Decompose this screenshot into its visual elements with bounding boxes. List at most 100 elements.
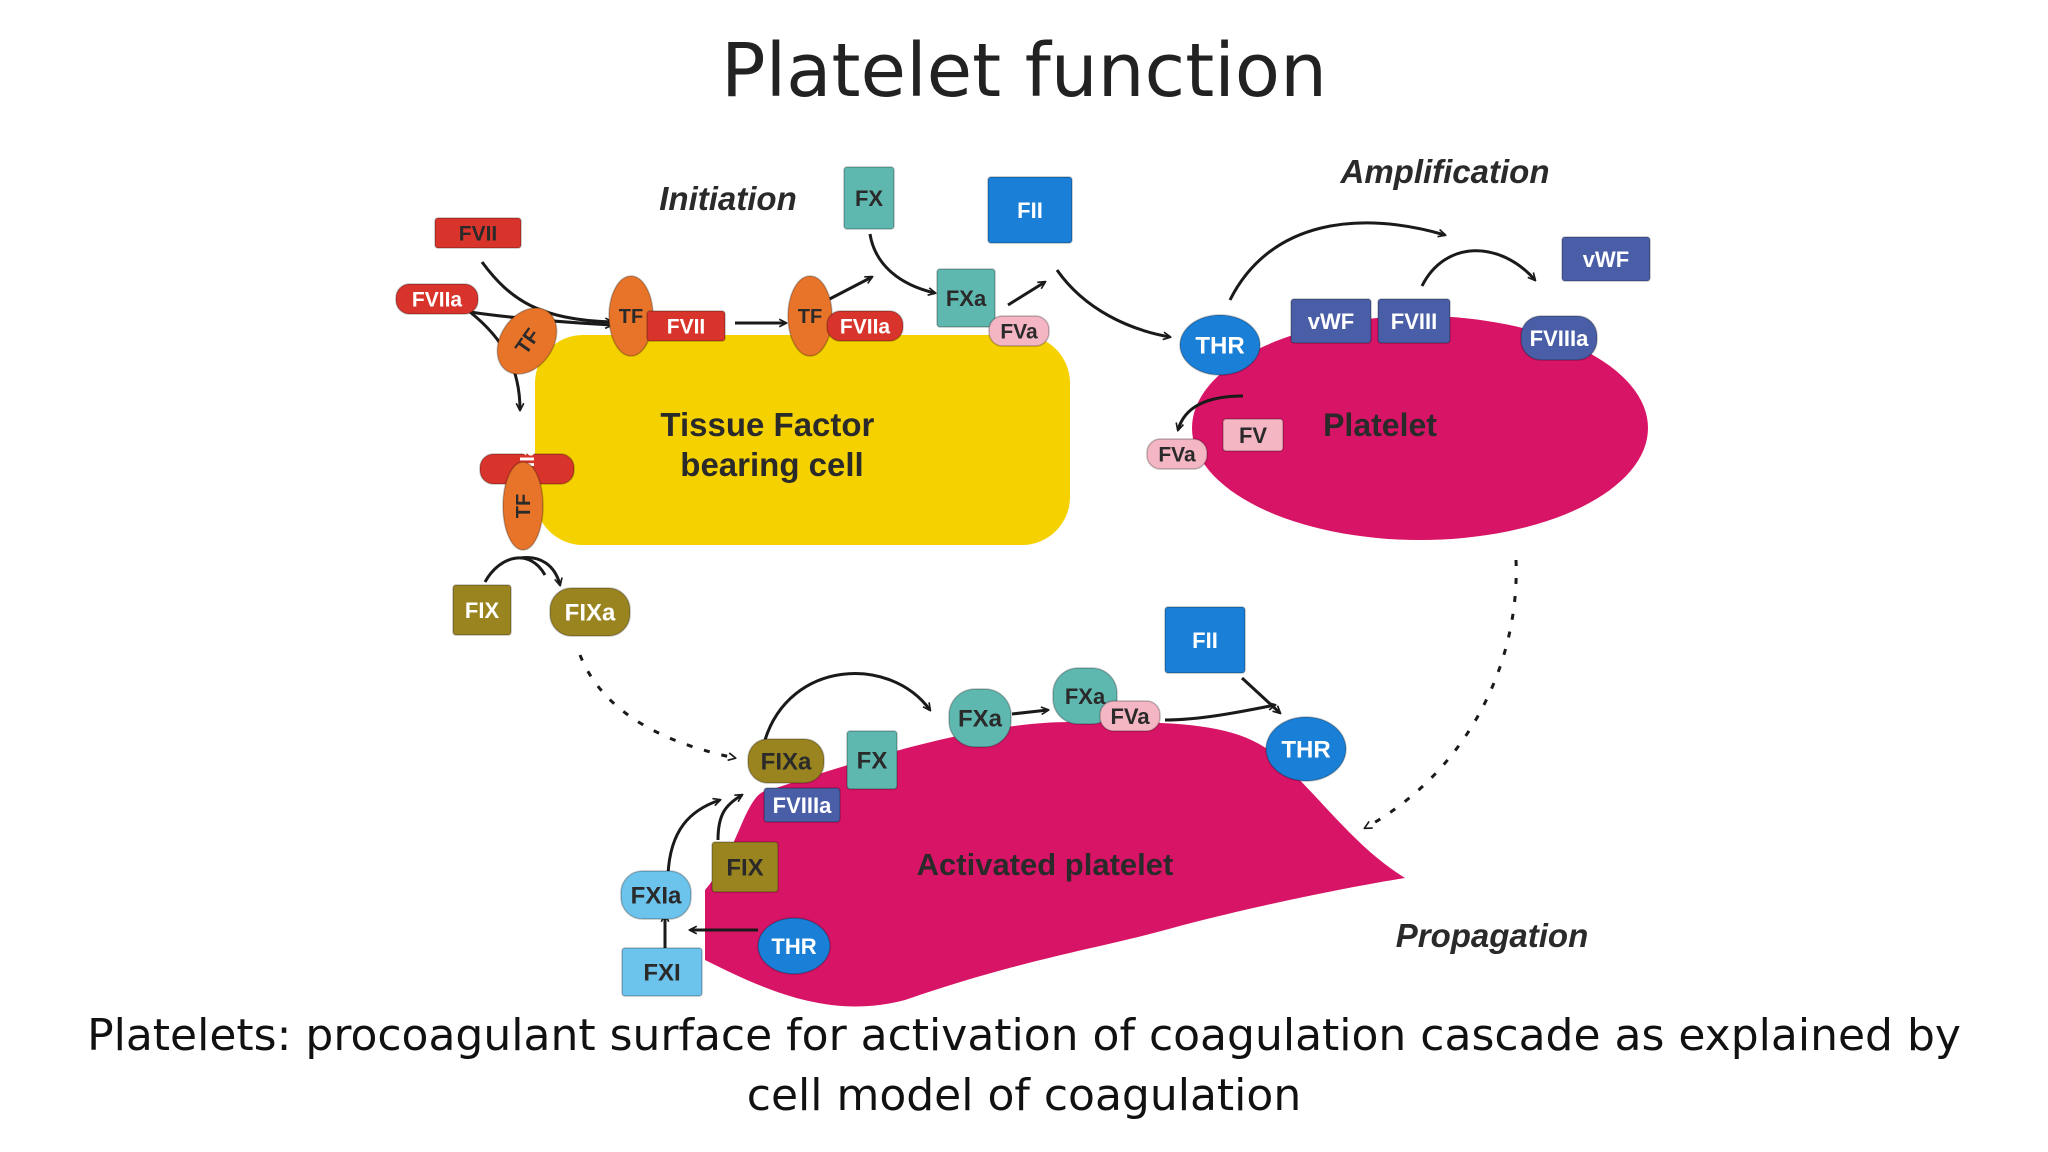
- factor-fviia-1: FVIIa: [395, 283, 479, 315]
- factor-fviiia-1-label: FVIIIa: [1530, 326, 1589, 351]
- factor-fixa-1-label: FIXa: [565, 600, 616, 627]
- factor-fva-2: FVa: [1146, 438, 1208, 470]
- factor-tf-3: TF: [787, 275, 833, 357]
- factor-thr-1-label: THR: [1195, 333, 1244, 360]
- factor-fixa-2: FIXa: [747, 738, 825, 784]
- factor-vwf-1: vWF: [1290, 298, 1372, 344]
- factor-tf-4-label: TF: [513, 494, 535, 518]
- factor-fx-1-label: FX: [855, 186, 883, 211]
- factor-fii-2-shape: [1164, 606, 1246, 674]
- factor-fviiia-2-shape: [763, 787, 841, 823]
- arrow-fix-to-fixa: [519, 555, 560, 585]
- factor-fxi-1: FXI: [621, 947, 703, 997]
- factor-tf-2: TF: [608, 275, 654, 357]
- factor-fviiia-2-label: FVIIIa: [773, 793, 832, 818]
- factor-fii-1: FII: [987, 176, 1073, 244]
- factor-fvii-2-label: FVII: [667, 316, 706, 339]
- factor-fva-1-shape: [988, 315, 1050, 347]
- factor-fii-2: FII: [1164, 606, 1246, 674]
- activated-platelet-label: Activated platelet: [917, 847, 1174, 882]
- factor-thr-3-shape: [757, 917, 831, 975]
- factor-fix-2-shape: [711, 841, 779, 893]
- factor-fva-2-label: FVa: [1158, 444, 1196, 467]
- factor-fvii-1-shape: [434, 217, 522, 249]
- factor-fix-2: FIX: [711, 841, 779, 893]
- arrow-fxa-fva-to-thr: [1164, 705, 1275, 722]
- arrow-fv-to-fva: [1178, 394, 1244, 430]
- factor-fii-1-shape: [987, 176, 1073, 244]
- arrow-platelet-to-propagation: [1365, 559, 1518, 830]
- factor-fviia-2-shape: [826, 310, 904, 342]
- factor-fxa-1-shape: [936, 268, 996, 328]
- arrow-fixa-to-activated-platelet: [578, 654, 735, 758]
- arrow-fxa-up: [1007, 282, 1045, 307]
- factor-thr-1-shape: [1179, 314, 1261, 376]
- factor-fviii-1: FVIII: [1377, 298, 1451, 344]
- factor-tf-4-shape: [502, 461, 544, 551]
- arrow-vwf-fviii-release: [1420, 249, 1535, 287]
- factor-fxia-1-label: FXIa: [631, 883, 682, 910]
- factor-fixa-1: FIXa: [549, 587, 631, 637]
- factor-vwf-2-label: vWF: [1583, 247, 1629, 272]
- factor-fix-1-label: FIX: [465, 598, 500, 623]
- arrow-tf-to-fix: [483, 556, 547, 583]
- phase-propagation: Propagation: [1396, 917, 1589, 954]
- factor-fvii-1-label: FVII: [459, 223, 498, 246]
- factor-fxia-1: FXIa: [620, 870, 692, 920]
- factor-fviia-1-shape: [395, 283, 479, 315]
- tissue-factor-cell-label-line1: Tissue Factor: [660, 406, 874, 443]
- factor-fxa-2-label: FXa: [958, 706, 1003, 733]
- factor-vwf-1-label: vWF: [1308, 309, 1354, 334]
- factor-fx-2: FX: [846, 730, 898, 790]
- factor-thr-3-label: THR: [771, 934, 816, 959]
- factor-fxa-2-shape: [948, 688, 1012, 748]
- arrow-fx-to-fxa: [868, 233, 935, 293]
- arrow-fii-to-thr-prop: [1240, 676, 1280, 713]
- factor-fviii-1-shape: [1377, 298, 1451, 344]
- tissue-factor-cell: [535, 335, 1070, 545]
- factor-tf-1: TF: [496, 307, 558, 375]
- factor-fviiia-2: FVIIIa: [763, 787, 841, 823]
- factor-tf-4: TF: [502, 461, 544, 551]
- factor-vwf-1-shape: [1290, 298, 1372, 344]
- slide-title: Platelet function: [721, 28, 1327, 114]
- arrow-fxa-to-fxa-fva: [1011, 710, 1048, 716]
- factor-fva-1: FVa: [988, 315, 1050, 347]
- tissue-factor-cell-label-line2: bearing cell: [680, 446, 863, 483]
- factor-fxi-1-label: FXI: [643, 960, 680, 987]
- arrow-fixa-to-fxa-arc: [763, 672, 930, 741]
- factor-tf-1-shape: [496, 307, 558, 375]
- factor-fv-1-shape: [1222, 418, 1284, 452]
- factor-fx-2-label: FX: [857, 748, 888, 775]
- factor-fix-1-shape: [452, 584, 512, 636]
- factor-tf-2-label: TF: [619, 306, 643, 328]
- factor-fii-1-label: FII: [1017, 198, 1043, 223]
- factor-fva-3: FVa: [1099, 700, 1161, 732]
- factor-fviii-1-label: FVIII: [1391, 309, 1437, 334]
- factor-fvii-2: FVII: [646, 310, 726, 342]
- factor-fva-2-shape: [1146, 438, 1208, 470]
- factor-thr-2-label: THR: [1281, 737, 1330, 764]
- factor-thr-3: THR: [757, 917, 831, 975]
- factor-fxa-2: FXa: [948, 688, 1012, 748]
- factor-fxa-1: FXa: [936, 268, 996, 328]
- factor-fxi-1-shape: [621, 947, 703, 997]
- activated-platelet-cell: [705, 721, 1405, 1007]
- factor-fva-1-label: FVa: [1000, 321, 1038, 344]
- tissue-factor-cell-label: Tissue Factor bearing cell: [660, 406, 883, 483]
- factor-vwf-2: vWF: [1561, 236, 1651, 282]
- arrow-fxia-to-fixa: [666, 800, 720, 876]
- arrows: [469, 221, 1535, 950]
- factor-fv-1-label: FV: [1239, 423, 1267, 448]
- factor-fxia-1-shape: [620, 870, 692, 920]
- slide-caption: Platelets: procoagulant surface for acti…: [87, 1010, 1961, 1121]
- factor-fvii-2-shape: [646, 310, 726, 342]
- factor-fviia-1-label: FVIIa: [412, 289, 463, 312]
- platelet-cell: [1192, 316, 1648, 540]
- factor-fx-2-shape: [846, 730, 898, 790]
- factor-fviiia-1: FVIIIa: [1520, 315, 1598, 361]
- phase-amplification: Amplification: [1339, 153, 1549, 190]
- factor-fx-1-shape: [843, 166, 895, 230]
